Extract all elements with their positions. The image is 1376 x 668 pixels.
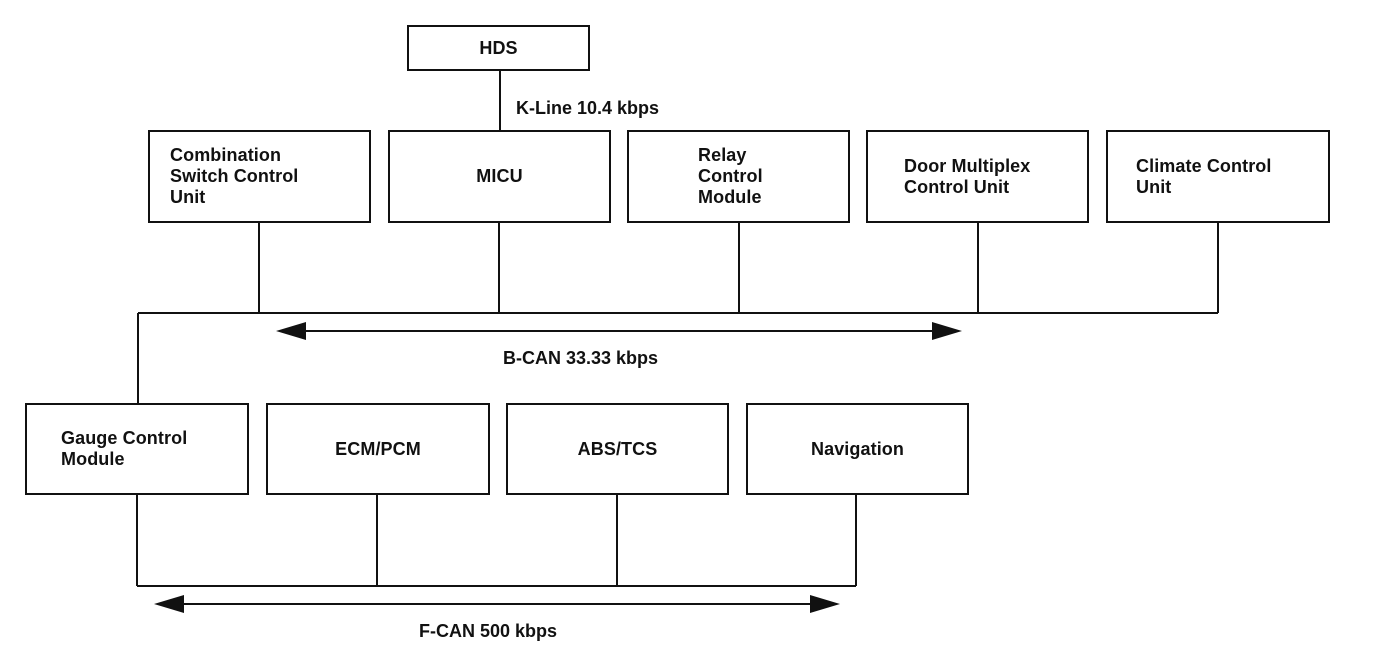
- climate-control-unit-box: Climate Control Unit: [1106, 130, 1330, 223]
- relay-control-module-label: Relay Control Module: [698, 145, 763, 207]
- b-can-arrow-right-head: [932, 322, 962, 340]
- hds-label: HDS: [479, 37, 518, 58]
- door-multiplex-control-unit-label: Door Multiplex Control Unit: [904, 155, 1031, 197]
- climate-control-unit-label: Climate Control Unit: [1136, 155, 1272, 197]
- f-can-arrow-right-head: [810, 595, 840, 613]
- navigation-box: Navigation: [746, 403, 969, 495]
- f-can-arrow-left-head: [154, 595, 184, 613]
- micu-label: MICU: [476, 166, 523, 186]
- abs-tcs-label: ABS/TCS: [577, 438, 658, 459]
- gauge-control-module-box: Gauge Control Module: [25, 403, 249, 495]
- f-can-label: F-CAN 500 kbps: [419, 621, 558, 641]
- navigation-label: Navigation: [810, 438, 904, 459]
- abs-tcs-box: ABS/TCS: [506, 403, 729, 495]
- combination-switch-control-unit-label: Combination Switch Control Unit: [170, 145, 299, 207]
- b-can-arrow-left-head: [276, 322, 306, 340]
- ecm-pcm-label: ECM/PCM: [335, 438, 421, 459]
- hds-box: HDS: [407, 25, 590, 71]
- b-can-label: B-CAN 33.33 kbps: [503, 348, 659, 368]
- gauge-control-module-label: Gauge Control Module: [61, 428, 188, 469]
- ecm-pcm-box: ECM/PCM: [266, 403, 490, 495]
- combination-switch-control-unit-box: Combination Switch Control Unit: [148, 130, 371, 223]
- k-line-label: K-Line 10.4 kbps: [516, 98, 660, 118]
- micu-box: MICU: [388, 130, 611, 223]
- door-multiplex-control-unit-box: Door Multiplex Control Unit: [866, 130, 1089, 223]
- relay-control-module-box: Relay Control Module: [627, 130, 850, 223]
